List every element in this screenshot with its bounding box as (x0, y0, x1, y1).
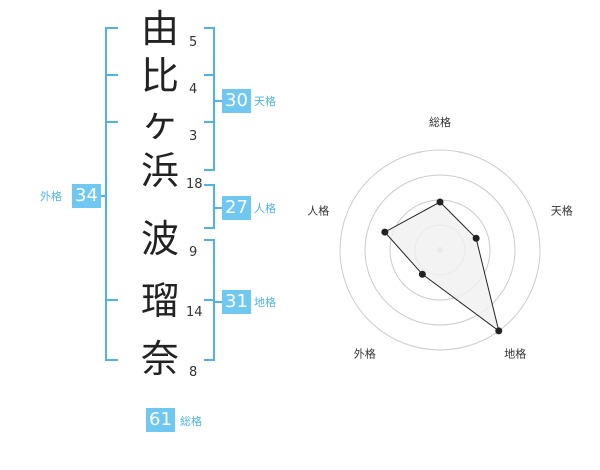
soukaku-value: 61 (146, 408, 175, 432)
stroke-count-5: 9 (189, 245, 198, 260)
radar-point-2 (472, 234, 480, 242)
name-char-7: 奈 (140, 337, 179, 381)
name-char-1: 由 (140, 7, 179, 51)
radar-axis-label-4: 外格 (354, 347, 376, 361)
name-char-2: 比 (140, 54, 179, 98)
radar-polygon (384, 201, 500, 333)
jinkaku-value: 27 (222, 196, 251, 220)
stroke-count-6: 14 (186, 305, 203, 320)
jinkaku-label: 人格 (254, 202, 276, 215)
tenkaku-label: 天格 (254, 95, 276, 108)
name-char-5: 波 (140, 217, 179, 261)
gaikaku-value: 34 (72, 184, 101, 208)
radar-point-4 (418, 270, 426, 278)
radar-axis-label-2: 天格 (551, 203, 573, 217)
gaikaku-bracket (98, 27, 118, 361)
gaikaku-label: 外格 (40, 190, 62, 203)
stroke-count-4: 18 (186, 177, 203, 192)
name-char-6: 瑠 (140, 279, 179, 323)
radar-axis-label-3: 地格 (504, 347, 526, 361)
stroke-count-2: 4 (189, 82, 198, 97)
jinkaku-bracket (204, 184, 222, 229)
chikaku-value: 31 (222, 290, 251, 314)
radar-ring-3 (364, 174, 516, 326)
chikaku-bracket (204, 239, 222, 361)
stroke-count-1: 5 (189, 35, 198, 50)
radar-point-5 (381, 228, 389, 236)
radar-point-3 (495, 327, 503, 335)
chikaku-label: 地格 (254, 296, 276, 309)
name-char-4: 浜 (140, 149, 179, 193)
radar-point-1 (436, 198, 444, 206)
radar-axis-label-1: 総格 (429, 115, 451, 129)
stroke-count-3: 3 (189, 129, 198, 144)
soukaku-label: 総格 (180, 415, 202, 428)
stroke-count-7: 8 (189, 365, 198, 380)
tenkaku-bracket (204, 27, 222, 171)
radar-ring-4 (339, 149, 541, 351)
radar-axis-label-5: 人格 (307, 203, 329, 217)
name-char-3: ヶ (140, 101, 179, 145)
tenkaku-value: 30 (222, 89, 251, 113)
